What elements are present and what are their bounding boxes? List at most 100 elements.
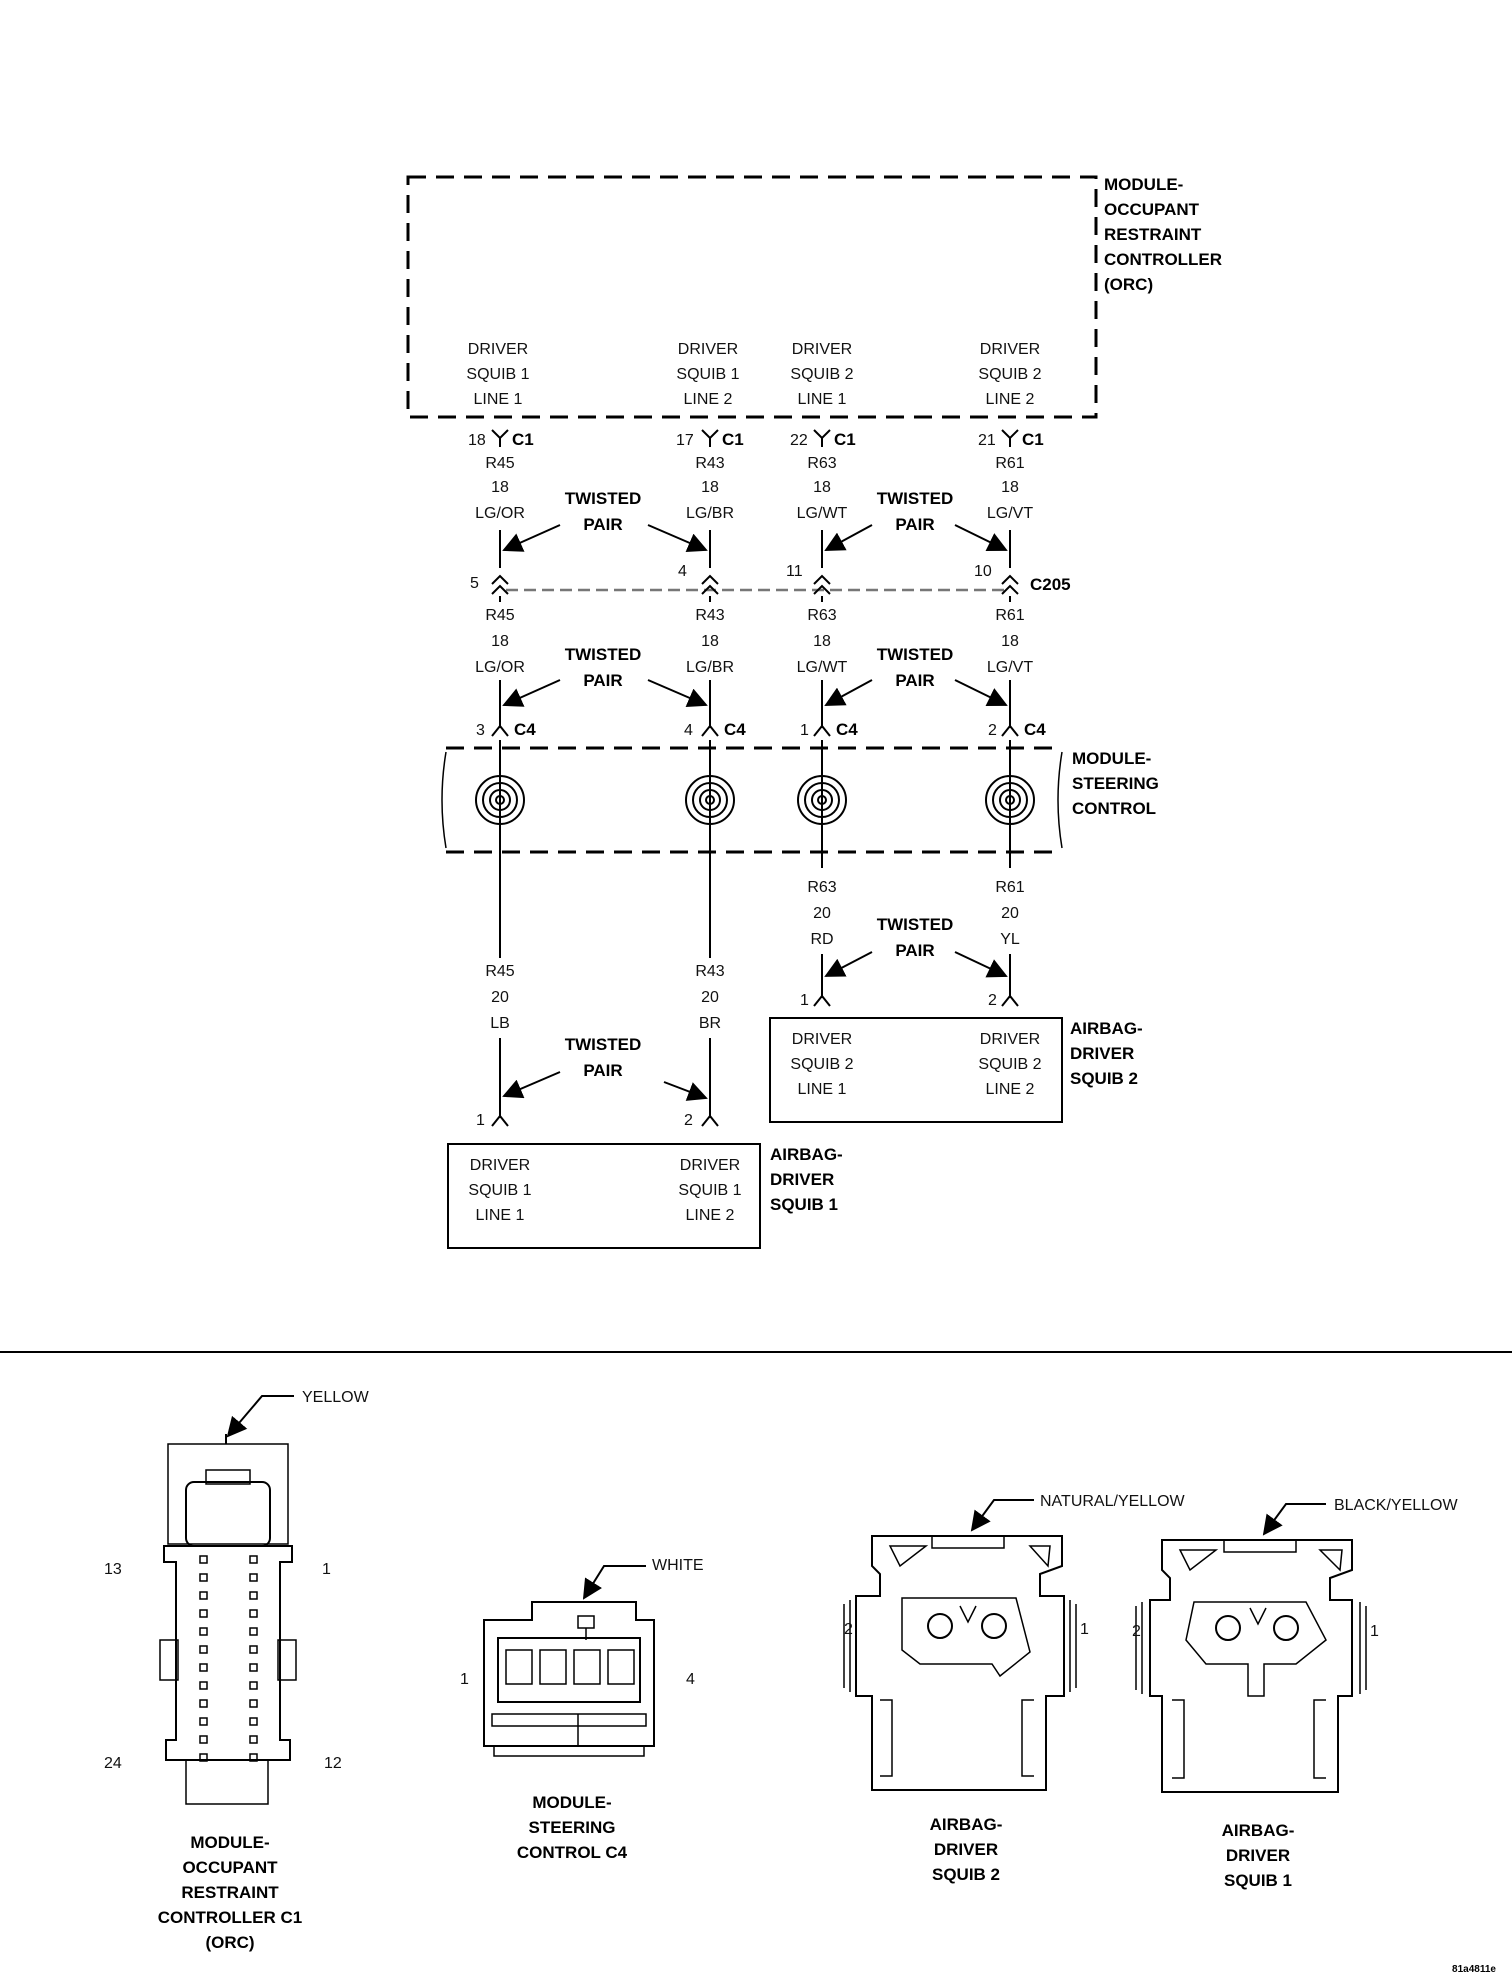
svg-text:SQUIB 1: SQUIB 1 <box>770 1195 838 1214</box>
svg-text:C4: C4 <box>724 720 746 739</box>
steering-module-label: MODULE- STEERING CONTROL <box>1072 749 1159 818</box>
svg-text:CONTROL: CONTROL <box>1072 799 1156 818</box>
squib2-connector-pins: 1 2 <box>800 992 1019 1009</box>
svg-text:CONTROL C4: CONTROL C4 <box>517 1843 628 1862</box>
svg-text:2: 2 <box>844 1621 853 1638</box>
svg-text:DRIVER: DRIVER <box>980 341 1040 358</box>
squib1-wire-labels: R45 20 LB R43 20 BR <box>474 958 738 1038</box>
middle-wire-labels: R45 18 LG/OR R43 18 LG/BR R63 18 LG/WT R… <box>474 602 1036 680</box>
svg-text:PAIR: PAIR <box>895 515 934 534</box>
svg-text:5: 5 <box>470 575 479 592</box>
svg-text:LG/WT: LG/WT <box>797 505 848 522</box>
svg-text:13: 13 <box>104 1561 122 1578</box>
svg-text:LINE 2: LINE 2 <box>684 391 733 408</box>
svg-text:20: 20 <box>1001 905 1019 922</box>
svg-text:TWISTED: TWISTED <box>565 645 642 664</box>
svg-text:20: 20 <box>813 905 831 922</box>
airbag-squib1-box <box>447 1143 761 1249</box>
svg-text:(ORC): (ORC) <box>1104 275 1153 294</box>
svg-text:TWISTED: TWISTED <box>565 489 642 508</box>
svg-text:SQUIB 1: SQUIB 1 <box>466 366 529 383</box>
svg-text:LG/OR: LG/OR <box>475 659 525 676</box>
svg-text:DRIVER: DRIVER <box>792 341 852 358</box>
svg-text:LG/OR: LG/OR <box>475 505 525 522</box>
twisted-pair-label: TWISTED PAIR <box>565 489 642 534</box>
twisted-pair-label: TWISTED PAIR <box>565 1035 642 1080</box>
svg-text:AIRBAG-: AIRBAG- <box>770 1145 843 1164</box>
svg-text:SQUIB 1: SQUIB 1 <box>676 366 739 383</box>
svg-text:4: 4 <box>678 563 687 580</box>
svg-text:SQUIB 2: SQUIB 2 <box>932 1865 1000 1884</box>
svg-text:R45: R45 <box>485 963 514 980</box>
svg-text:1: 1 <box>460 1671 469 1688</box>
svg-text:LINE 2: LINE 2 <box>686 1207 735 1224</box>
svg-text:1: 1 <box>322 1561 331 1578</box>
svg-text:LINE 1: LINE 1 <box>474 391 523 408</box>
svg-text:21: 21 <box>978 432 996 449</box>
svg-text:DRIVER: DRIVER <box>1070 1044 1134 1063</box>
svg-text:1: 1 <box>1080 1621 1089 1638</box>
svg-text:C1: C1 <box>834 430 856 449</box>
c1-connector-pins: 18 C1 17 C1 22 C1 21 C1 <box>468 429 1044 449</box>
svg-text:DRIVER: DRIVER <box>680 1157 740 1174</box>
svg-text:MODULE-: MODULE- <box>190 1833 269 1852</box>
svg-text:R43: R43 <box>695 963 724 980</box>
orc-module-label: MODULE- OCCUPANT RESTRAINT CONTROLLER (O… <box>1104 175 1222 294</box>
svg-text:2: 2 <box>684 1112 693 1129</box>
svg-text:(ORC): (ORC) <box>205 1933 254 1952</box>
squib1-line-labels: DRIVER SQUIB 1 LINE 1 DRIVER SQUIB 1 LIN… <box>468 1157 741 1224</box>
clockspring-coil <box>797 775 847 825</box>
svg-text:DRIVER: DRIVER <box>470 1157 530 1174</box>
svg-text:BLACK/YELLOW: BLACK/YELLOW <box>1334 1497 1459 1514</box>
svg-text:18: 18 <box>491 633 509 650</box>
svg-text:2: 2 <box>1132 1623 1141 1640</box>
clockspring-coil <box>475 775 525 825</box>
svg-text:SQUIB 2: SQUIB 2 <box>1070 1069 1138 1088</box>
svg-text:RESTRAINT: RESTRAINT <box>181 1883 279 1902</box>
svg-text:1: 1 <box>800 992 809 1009</box>
svg-text:MODULE-: MODULE- <box>532 1793 611 1812</box>
svg-text:18: 18 <box>468 432 486 449</box>
svg-text:WHITE: WHITE <box>652 1557 704 1574</box>
svg-text:LINE 1: LINE 1 <box>798 1081 847 1098</box>
svg-text:20: 20 <box>491 989 509 1006</box>
svg-text:R61: R61 <box>995 607 1024 624</box>
svg-text:1: 1 <box>476 1112 485 1129</box>
svg-text:18: 18 <box>1001 633 1019 650</box>
svg-text:18: 18 <box>491 479 509 496</box>
upper-wires <box>499 530 1011 568</box>
svg-text:22: 22 <box>790 432 808 449</box>
figure-id: 81a4811e <box>1452 1964 1496 1975</box>
svg-text:LG/WT: LG/WT <box>797 659 848 676</box>
svg-text:24: 24 <box>104 1755 122 1772</box>
svg-text:SQUIB 2: SQUIB 2 <box>790 366 853 383</box>
svg-text:C4: C4 <box>836 720 858 739</box>
svg-text:TWISTED: TWISTED <box>877 489 954 508</box>
svg-text:18: 18 <box>813 479 831 496</box>
squib2-wire-labels: R63 20 RD R61 20 YL <box>794 874 1036 954</box>
svg-text:TWISTED: TWISTED <box>877 645 954 664</box>
svg-text:RESTRAINT: RESTRAINT <box>1104 225 1202 244</box>
svg-text:TWISTED: TWISTED <box>565 1035 642 1054</box>
svg-text:SQUIB 2: SQUIB 2 <box>978 1056 1041 1073</box>
airbag-squib2-connector-view: NATURAL/YELLOW 2 1 AIRBAG- DRIVER SQUIB … <box>843 1493 1186 1884</box>
svg-text:AIRBAG-: AIRBAG- <box>1222 1821 1295 1840</box>
svg-text:BR: BR <box>699 1015 721 1032</box>
svg-text:10: 10 <box>974 563 992 580</box>
svg-text:LINE 1: LINE 1 <box>798 391 847 408</box>
c4-connector-pins: 3 C4 4 C4 1 C4 2 C4 <box>476 720 1046 739</box>
svg-text:R43: R43 <box>695 455 724 472</box>
c205-connector: 5 4 11 10 C205 <box>470 563 1071 595</box>
steering-c4-connector-view: WHITE 1 4 MODULE- STEERING CONTROL C4 <box>460 1557 704 1862</box>
svg-text:TWISTED: TWISTED <box>877 915 954 934</box>
svg-text:RD: RD <box>810 931 833 948</box>
svg-text:MODULE-: MODULE- <box>1104 175 1183 194</box>
svg-text:NATURAL/YELLOW: NATURAL/YELLOW <box>1040 1493 1186 1510</box>
svg-text:C1: C1 <box>512 430 534 449</box>
svg-text:2: 2 <box>988 992 997 1009</box>
squib2-label: AIRBAG- DRIVER SQUIB 2 <box>1070 1019 1143 1088</box>
svg-text:OCCUPANT: OCCUPANT <box>1104 200 1200 219</box>
airbag-squib1-connector-view: BLACK/YELLOW 2 1 AIRBAG- DRIVER SQUIB 1 <box>1132 1497 1459 1890</box>
twisted-pair-label: TWISTED PAIR <box>877 915 954 960</box>
